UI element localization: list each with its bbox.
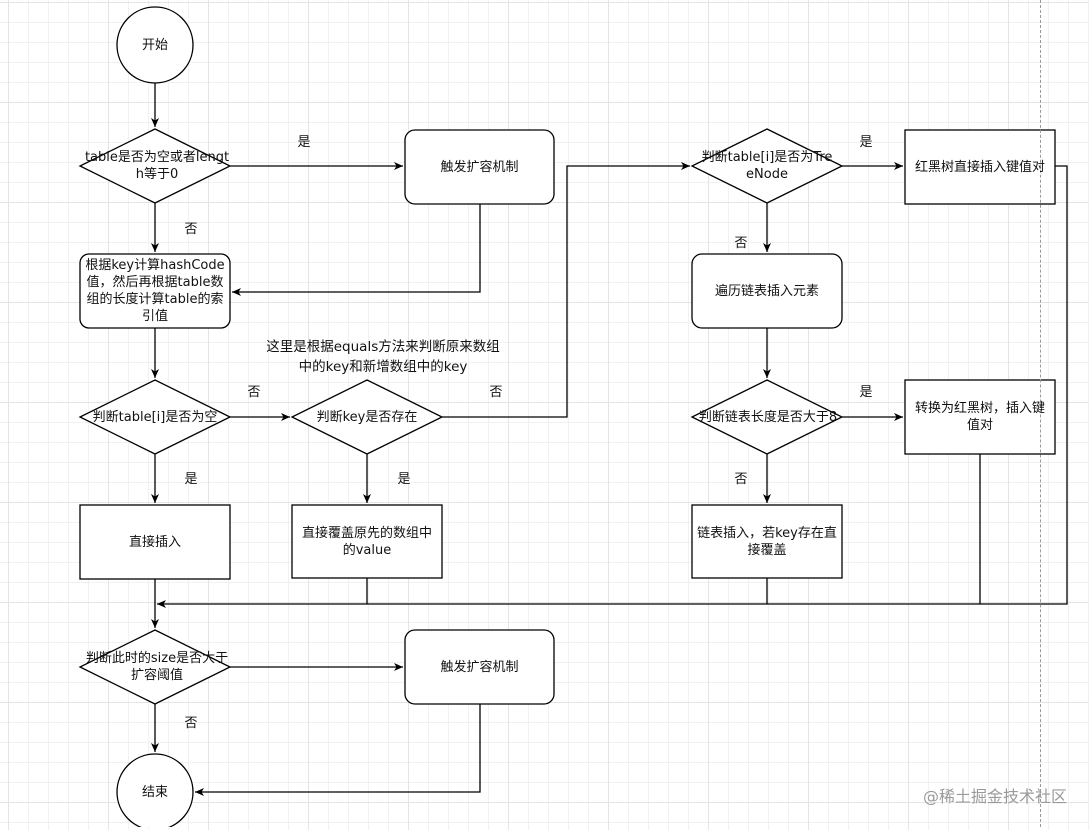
direct-insert-shape (79, 504, 231, 580)
edge-label-no: 否 (247, 384, 261, 400)
traverse-list-label: 遍历链表插入元素 (714, 283, 819, 299)
edge-label-no: 否 (184, 715, 198, 731)
overwrite-value-label: 直接覆盖原先的数组中的value (301, 525, 432, 558)
connector (232, 204, 481, 296)
convert-rbtree-label: 转换为红黑树，插入键值对 (914, 401, 1045, 433)
edge-label-no: 否 (489, 384, 503, 400)
connector (157, 165, 1068, 608)
edge-label-yes: 是 (859, 384, 873, 400)
end-node-shape (116, 753, 194, 827)
end-node: 结束 (141, 784, 168, 800)
edge-label-yes: 是 (397, 471, 411, 487)
page-boundary (1040, 0, 1041, 827)
rbtree-insert-shape (904, 129, 1056, 205)
edge-label-yes: 是 (184, 471, 198, 487)
edge-label-no: 否 (184, 221, 198, 237)
list-insert-label: 链表插入，若key存在直接覆盖 (697, 525, 837, 558)
check-key-exists-label: 判断key是否存在 (316, 409, 418, 425)
check-treenode-label: 判断table[i]是否为TreeNode (701, 150, 833, 182)
resize-1-label: 触发扩容机制 (440, 159, 519, 175)
overwrite-value-shape (291, 504, 443, 579)
rbtree-insert-label: 红黑树直接插入键值对 (914, 159, 1045, 175)
resize-2-label: 触发扩容机制 (440, 659, 519, 675)
edge-label-yes: 是 (859, 134, 873, 150)
check-slot-empty-label: 判断table[i]是否为空 (92, 409, 218, 425)
direct-insert-label: 直接插入 (128, 534, 181, 550)
watermark: @稀土掘金技术社区 (922, 787, 1067, 806)
equals-annotation: 这里是根据equals方法来判断原来数组中的key和新增数组中的key (266, 339, 500, 375)
start-node: 开始 (141, 37, 168, 53)
check-table-empty-label: table是否为空或者length等于0 (84, 150, 230, 182)
edge-label-no: 否 (734, 471, 748, 487)
check-list-length-label: 判断链表长度是否大于8 (698, 409, 838, 425)
connector (195, 704, 481, 796)
check-size-label: 判断此时的size是否大于扩容阈值 (85, 651, 229, 683)
convert-rbtree-shape (904, 379, 1056, 455)
edge-label-yes: 是 (297, 134, 311, 150)
compute-index-label: 根据key计算hashCode值，然后再根据table数组的长度计算table的… (85, 258, 225, 324)
connector (442, 162, 690, 418)
edge-label-no: 否 (734, 235, 748, 251)
